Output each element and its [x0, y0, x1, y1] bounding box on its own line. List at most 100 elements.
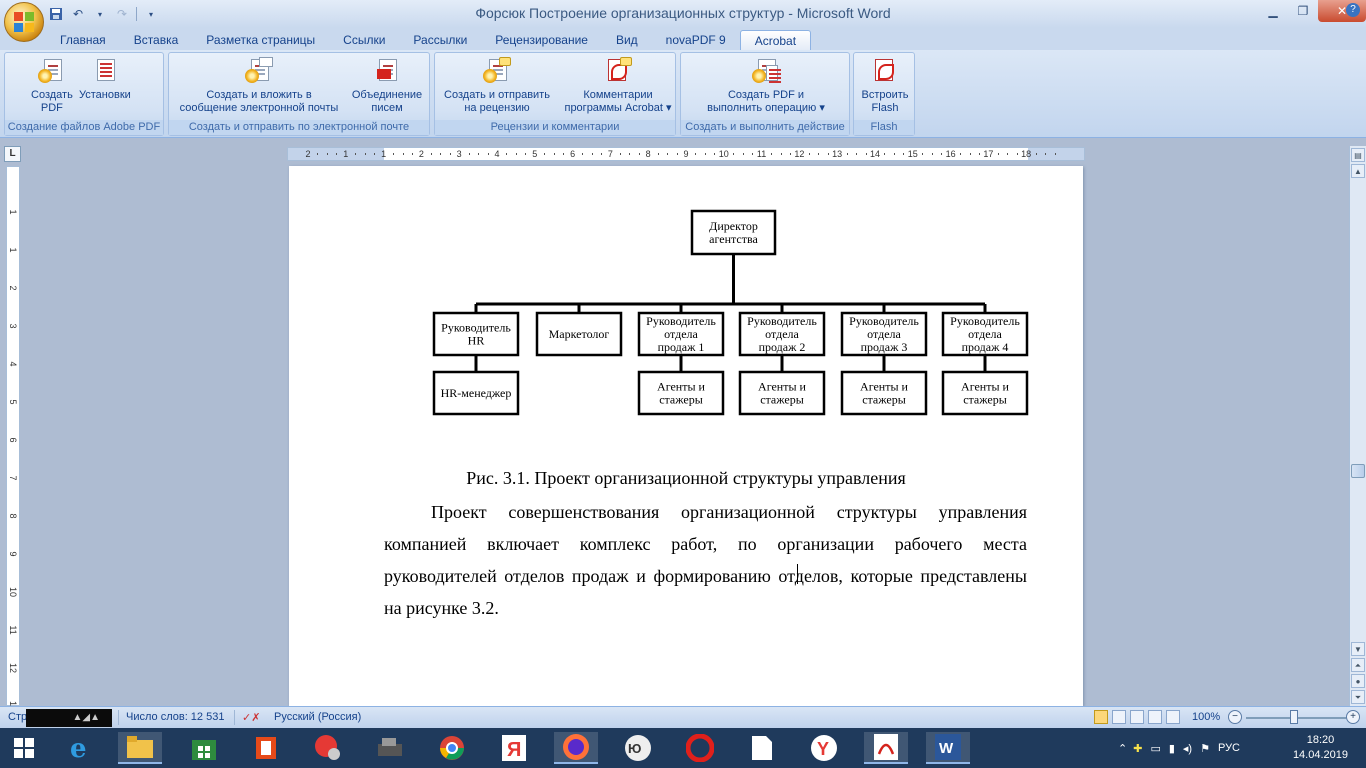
tab-1[interactable]: Вставка: [133, 33, 179, 47]
word-icon[interactable]: W: [926, 732, 970, 764]
ruler-tick-dot: [676, 153, 678, 155]
volume-icon[interactable]: ◂): [1182, 742, 1193, 755]
title-bar: Форсюк Построение организационных структ…: [0, 0, 1366, 28]
app-scanner-icon[interactable]: [368, 732, 412, 764]
org-box-level3-text: стажеры: [963, 393, 1007, 407]
create-pdf-icon: [37, 57, 66, 85]
word-count[interactable]: Число слов: 12 531: [126, 711, 225, 723]
settings-button[interactable]: Установки: [79, 57, 131, 102]
tab-8[interactable]: Acrobat: [739, 30, 812, 50]
internet-explorer-icon[interactable]: e: [58, 732, 102, 764]
ruler-tick-label: 15: [907, 149, 918, 159]
undo-icon[interactable]: ↶: [72, 7, 84, 21]
office-icon[interactable]: [244, 732, 288, 764]
ruler-tick-dot: [326, 153, 328, 155]
start-windows-icon[interactable]: [2, 732, 46, 764]
org-box-level3: [432, 370, 520, 416]
tab-4[interactable]: Рассылки: [413, 33, 468, 47]
create-attach-email-button[interactable]: Создать и вложить в сообщение электронно…: [173, 57, 345, 115]
tab-5[interactable]: Рецензирование: [495, 33, 588, 47]
org-box-level2: [535, 311, 623, 357]
firefox-icon[interactable]: [554, 732, 598, 764]
restore-icon[interactable]: ❐: [1297, 4, 1309, 18]
clock[interactable]: 18:20 14.04.2019: [1293, 733, 1348, 763]
tab-3[interactable]: Ссылки: [343, 33, 386, 47]
chrome-icon[interactable]: [430, 732, 474, 764]
network-icon[interactable]: ▭: [1150, 742, 1161, 755]
tab-selector[interactable]: L: [4, 146, 21, 162]
proofing-icon[interactable]: ✓✗: [242, 712, 261, 724]
flash-icon: [871, 57, 899, 85]
prev-page-icon[interactable]: ⏶: [1351, 658, 1365, 672]
store-icon[interactable]: [182, 732, 226, 764]
browse-object-icon[interactable]: ●: [1351, 674, 1365, 688]
tab-2[interactable]: Разметка страницы: [206, 33, 316, 47]
tray-app-icon[interactable]: ✚: [1133, 742, 1143, 755]
tray-expand-icon[interactable]: ⌃: [1118, 742, 1128, 755]
zoom-level[interactable]: 100%: [1192, 711, 1221, 723]
yandex-browser-icon[interactable]: Y: [802, 732, 846, 764]
tab-7[interactable]: novaPDF 9: [665, 33, 726, 47]
create-pdf-run-action-button[interactable]: Создать PDF и выполнить операцию ▾: [691, 57, 841, 115]
yandex-icon[interactable]: Я: [492, 732, 536, 764]
keyboard-language[interactable]: РУС: [1217, 742, 1240, 754]
create-attach-label-2: сообщение электронной почты: [179, 102, 339, 114]
scroll-thumb[interactable]: [1351, 464, 1365, 478]
language-indicator[interactable]: Русский (Россия): [274, 711, 362, 723]
flag-icon[interactable]: ⚑: [1200, 742, 1210, 755]
ruler-tick-dot: [468, 153, 470, 155]
ruler-tick-dot: [742, 153, 744, 155]
draft-view-icon[interactable]: [1166, 710, 1180, 724]
vruler-tick-label: 4: [8, 361, 18, 367]
web-layout-icon[interactable]: [1130, 710, 1144, 724]
vertical-scrollbar[interactable]: ▤ ▲ ▼ ⏶ ● ⏷: [1349, 146, 1366, 706]
office-button[interactable]: [4, 2, 44, 42]
full-screen-reading-icon[interactable]: [1112, 710, 1126, 724]
print-layout-view-icon[interactable]: [1094, 710, 1108, 724]
scroll-up-icon[interactable]: ▲: [1351, 164, 1365, 178]
status-bar: Стр ▲◢▲ Число слов: 12 531 ✓✗ Русский (Р…: [0, 706, 1366, 728]
embed-flash-button[interactable]: Встроить Flash: [857, 57, 913, 115]
next-page-icon[interactable]: ⏷: [1351, 690, 1365, 704]
tab-6[interactable]: Вид: [615, 33, 638, 47]
save-icon[interactable]: [48, 6, 64, 22]
ruler-tick-label: 4: [494, 149, 500, 159]
zoom-in-icon[interactable]: +: [1346, 710, 1360, 724]
blank-document-icon[interactable]: [740, 732, 784, 764]
mail-merge-button[interactable]: Объединение писем: [347, 57, 427, 115]
battery-icon[interactable]: ▮: [1168, 742, 1175, 755]
page-number-label[interactable]: Стр: [8, 711, 28, 723]
zoom-slider-thumb[interactable]: [1290, 710, 1298, 724]
scroll-down-icon[interactable]: ▼: [1351, 642, 1365, 656]
ruler-toggle-icon[interactable]: ▤: [1351, 148, 1365, 162]
ruler-tick-dot: [827, 153, 829, 155]
minimize-icon[interactable]: ▁: [1268, 4, 1278, 18]
customize-qat-icon[interactable]: ▾: [148, 9, 153, 19]
system-tray: ⌃ ✚ ▭ ▮ ◂) ⚑ РУС: [1118, 728, 1240, 768]
svg-text:W: W: [939, 740, 954, 757]
ruler-tick-dot: [771, 153, 773, 155]
opera-icon[interactable]: [678, 732, 722, 764]
app-yu-icon[interactable]: Ю: [616, 732, 660, 764]
create-pdf-button[interactable]: Создать PDF: [31, 57, 73, 115]
redo-icon[interactable]: ↷: [116, 7, 128, 21]
obscured-region: ▲◢▲: [26, 709, 112, 727]
group-email: Создать и вложить в сообщение электронно…: [168, 52, 430, 136]
acrobat-comments-button[interactable]: Комментарии программы Acrobat ▾: [563, 57, 673, 115]
mountain-icon: ▲◢▲: [72, 712, 101, 723]
outline-view-icon[interactable]: [1148, 710, 1162, 724]
file-explorer-icon[interactable]: [118, 732, 162, 764]
undo-dropdown-icon[interactable]: ▾: [97, 9, 102, 19]
create-send-review-button[interactable]: Создать и отправить на рецензию: [439, 57, 555, 115]
help-icon[interactable]: ?: [1346, 3, 1360, 17]
zoom-out-icon[interactable]: −: [1228, 710, 1242, 724]
acrobat-reader-icon[interactable]: [864, 732, 908, 764]
org-box-level3: [637, 370, 725, 416]
tab-0[interactable]: Главная: [60, 33, 106, 47]
org-box-level2-text: Руководитель: [950, 314, 1020, 328]
app-red-ball-icon[interactable]: [306, 732, 350, 764]
ruler-tick-label: 7: [607, 149, 613, 159]
